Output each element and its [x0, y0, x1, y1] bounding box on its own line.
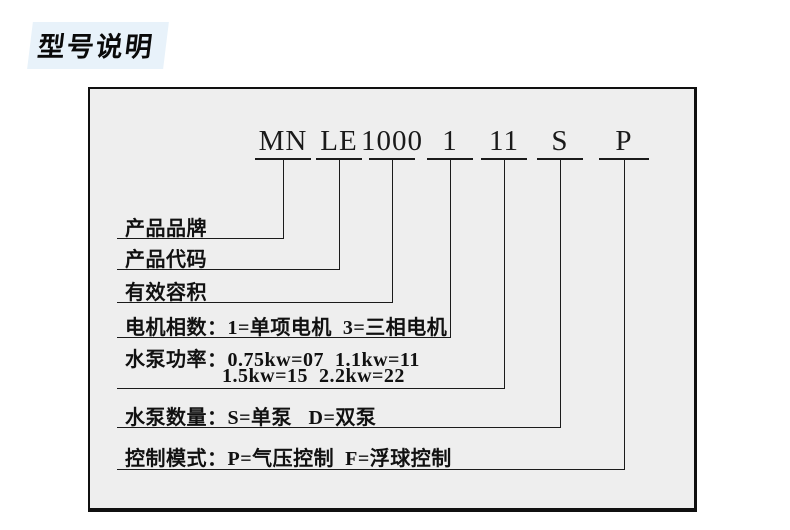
connector-line-volume — [117, 159, 393, 303]
code-segment-brand: MN — [255, 120, 311, 160]
code-segment-control: P — [599, 120, 649, 160]
connector-line-power — [117, 159, 505, 389]
code-segment-pump-count: S — [537, 120, 583, 160]
legend-label-control-mode: 控制模式：P=气压控制 F=浮球控制 — [125, 448, 452, 470]
connector-line-phase — [117, 159, 451, 338]
legend-label-code: 产品代码 — [125, 249, 207, 271]
connector-line-code — [117, 159, 340, 270]
legend-label-pump-power: 水泵功率：0.75kw=07 1.1kw=11 — [125, 349, 420, 371]
page-title: 型号说明 — [27, 22, 169, 69]
code-segment-phase: 1 — [427, 120, 473, 160]
legend-label-pump-count: 水泵数量：S=单泵 D=双泵 — [125, 407, 377, 429]
legend-label-volume: 有效容积 — [125, 282, 207, 304]
legend-label-motor-phase: 电机相数：1=单项电机 3=三相电机 — [125, 317, 448, 339]
code-segment-power: 11 — [481, 120, 527, 160]
legend-label-pump-power-line2: 1.5kw=15 2.2kw=22 — [222, 365, 405, 387]
connector-line-control — [117, 159, 625, 470]
code-segment-volume: 1000 — [361, 120, 422, 160]
connector-line-pump-count — [117, 159, 561, 428]
connector-line-brand — [117, 159, 284, 239]
code-segment-code: LE — [316, 120, 362, 160]
legend-label-brand: 产品品牌 — [125, 218, 207, 240]
